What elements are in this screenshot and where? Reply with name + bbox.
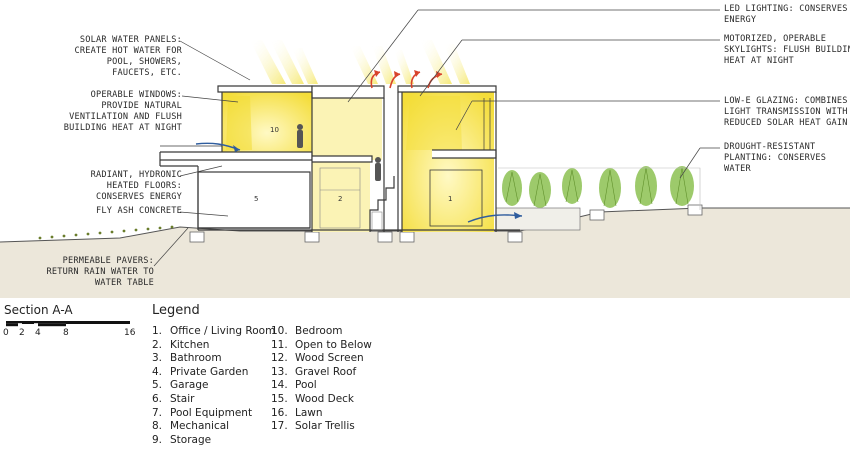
legend-item: 8.Mechanical	[152, 420, 230, 433]
scale-tick-16: 16	[124, 328, 136, 338]
room-number-1: 1	[448, 195, 452, 203]
note-operable-windows: OPERABLE WINDOWS: PROVIDE NATURAL VENTIL…	[63, 90, 182, 133]
note-solar-water-panels: SOLAR WATER PANELS: CREATE HOT WATER FOR…	[74, 35, 182, 78]
permeable-pavers	[38, 225, 174, 240]
living-volume	[402, 92, 494, 232]
building-structure	[159, 85, 520, 232]
sun-rays	[250, 40, 470, 84]
legend-item: 6.Stair	[152, 392, 195, 405]
ground-line	[0, 207, 850, 243]
note-low-e-glazing: LOW-E GLAZING: COMBINES LIGHT TRANSMISSI…	[724, 96, 848, 128]
note-radiant-floors: RADIANT, HYDRONIC HEATED FLOORS: CONSERV…	[90, 170, 182, 202]
legend-item: 17.Solar Trellis	[271, 420, 355, 433]
legend-item: 11.Open to Below	[271, 338, 372, 351]
room-number-2: 2	[338, 195, 342, 203]
drought-resistant-planting	[502, 166, 694, 208]
upper-mid-volume	[312, 98, 382, 160]
legend-item: 14.Pool	[271, 379, 317, 392]
legend-item: 2.Kitchen	[152, 338, 210, 351]
legend-item: 4.Private Garden	[152, 365, 249, 378]
legend-item: 9.Storage	[152, 433, 212, 446]
legend-title: Legend	[152, 303, 200, 318]
note-skylights: MOTORIZED, OPERABLE SKYLIGHTS: FLUSH BUI…	[724, 34, 850, 66]
legend-item: 5.Garage	[152, 379, 209, 392]
pool	[495, 207, 581, 231]
interior-fixtures	[319, 167, 383, 231]
note-permeable-pavers: PERMEABLE PAVERS: RETURN RAIN WATER TO W…	[46, 256, 154, 288]
note-led-lighting: LED LIGHTING: CONSERVES ENERGY	[724, 4, 848, 25]
garage-volume	[198, 172, 310, 228]
scale-tick-0: 0	[3, 328, 9, 338]
legend-item: 3.Bathroom	[152, 352, 222, 365]
scale-tick-4: 4	[35, 328, 41, 338]
legend-item: 13.Gravel Roof	[271, 365, 357, 378]
scale-tick-2: 2	[19, 328, 25, 338]
legend-item: 16.Lawn	[271, 406, 323, 419]
scale-bar	[6, 321, 130, 327]
legend-item: 12.Wood Screen	[271, 352, 364, 365]
section-title: Section A-A	[4, 303, 73, 317]
legend-item: 10.Bedroom	[271, 325, 343, 337]
room-number-5: 5	[254, 195, 258, 203]
scale-tick-8: 8	[63, 328, 69, 338]
skylight-cone-right	[406, 96, 462, 150]
room-number-10: 10	[270, 126, 279, 134]
planting-frame	[498, 167, 701, 210]
skylight-cone-left	[226, 96, 252, 150]
legend-column-1: 1.Office / Living Room 2.Kitchen 3.Bathr…	[152, 325, 275, 447]
heat-exhaust-arrows	[370, 70, 443, 89]
person-silhouettes	[297, 124, 381, 181]
note-fly-ash-concrete: FLY ASH CONCRETE	[96, 206, 182, 216]
legend-item: 7.Pool Equipment	[152, 406, 253, 419]
airflow-arrows	[195, 142, 523, 223]
legend-item: 1.Office / Living Room	[152, 325, 276, 337]
note-drought-planting: DROUGHT-RESISTANT PLANTING: CONSERVES WA…	[724, 142, 827, 174]
leader-lines	[153, 9, 720, 267]
legend-item: 15.Wood Deck	[271, 392, 355, 405]
legend-column-2: 10.Bedroom 11.Open to Below 12.Wood Scre…	[271, 325, 372, 434]
stair-hall-volume	[312, 160, 370, 232]
